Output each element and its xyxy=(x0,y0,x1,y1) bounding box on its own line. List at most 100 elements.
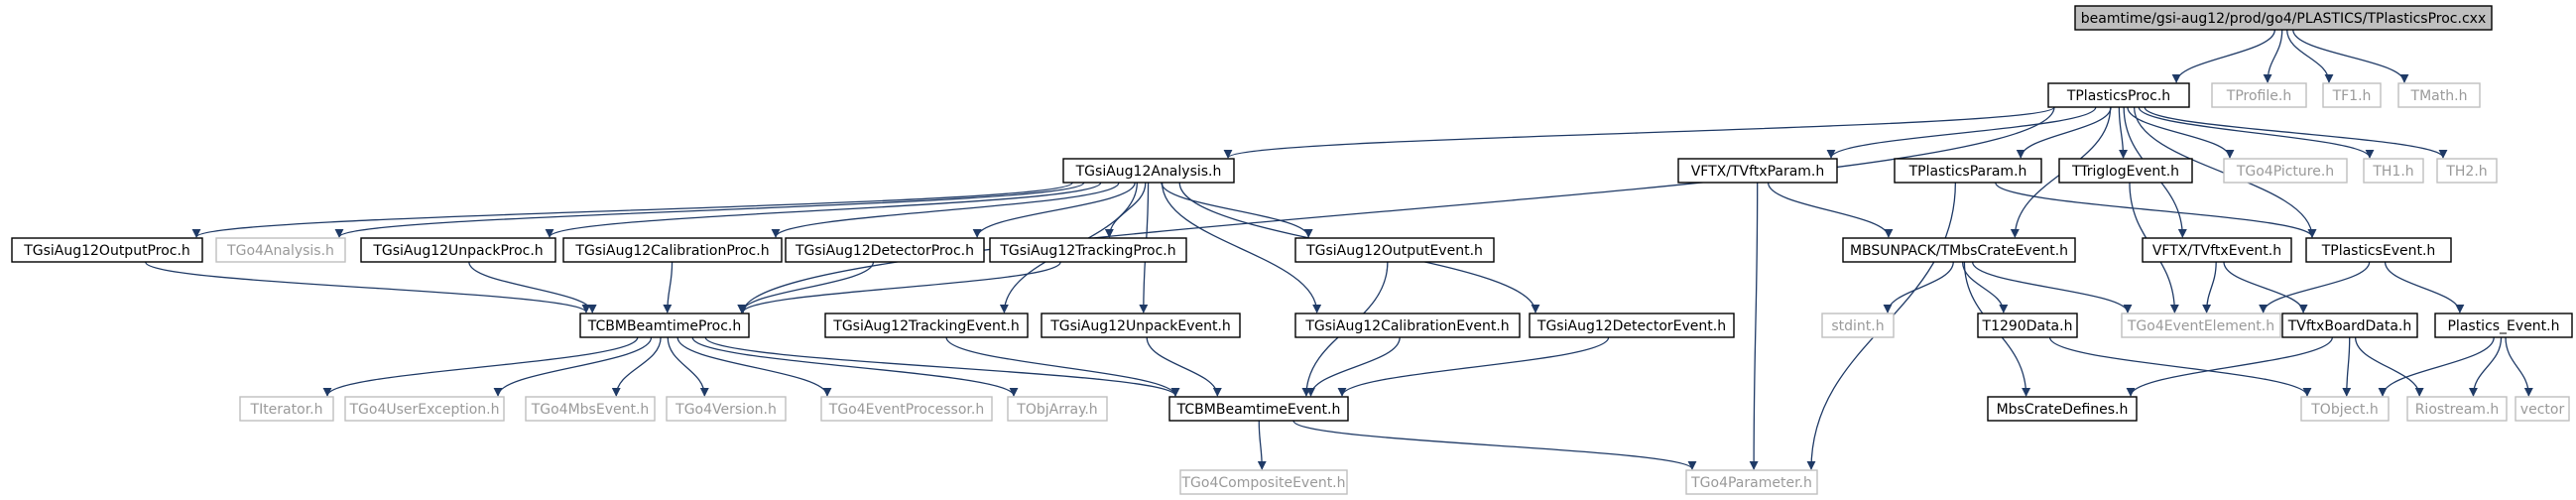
node-tgsiaug12trackingevent-h[interactable]: TGsiAug12TrackingEvent.h xyxy=(824,312,1029,338)
edge-tgsiaug12analysis-h-to-tgsiaug12calibrationevent-h xyxy=(1161,182,1322,313)
node-root[interactable]: beamtime/gsi-aug12/prod/go4/PLASTICS/TPl… xyxy=(2074,5,2493,31)
node-mbsunpack-tmbscrateevent-h[interactable]: MBSUNPACK/TMbsCrateEvent.h xyxy=(1842,237,2076,263)
node-t1290data-h[interactable]: T1290Data.h xyxy=(1977,312,2078,338)
node-tgsiaug12trackingproc-h[interactable]: TGsiAug12TrackingProc.h xyxy=(989,237,1187,263)
node-vftx-tvftxevent-h[interactable]: VFTX/TVftxEvent.h xyxy=(2142,237,2292,263)
node-box xyxy=(2397,82,2481,108)
node-label: TGsiAug12Analysis.h xyxy=(1075,164,1222,180)
node-box xyxy=(1842,237,2076,263)
node-plastics-event-h[interactable]: Plastics_Event.h xyxy=(2434,312,2573,338)
node-box xyxy=(2434,312,2573,338)
node-box xyxy=(2300,396,2390,422)
node-box xyxy=(2305,237,2452,263)
node-label: beamtime/gsi-aug12/prod/go4/PLASTICS/TPl… xyxy=(2081,11,2486,27)
node-box xyxy=(215,237,346,263)
node-label: TPlasticsEvent.h xyxy=(2321,243,2436,259)
node-label: TIterator.h xyxy=(250,402,323,418)
node-tmath-h: TMath.h xyxy=(2397,82,2481,108)
edge-tgsiaug12analysis-h-to-tgsiaug12trackingproc-h xyxy=(1104,182,1147,238)
node-label: Plastics_Event.h xyxy=(2447,318,2559,334)
edge-plastics-event-h-to-tobject-h xyxy=(2378,336,2495,397)
node-label: MbsCrateDefines.h xyxy=(1997,402,2129,418)
node-vector: vector xyxy=(2515,396,2570,422)
node-box xyxy=(2515,396,2570,422)
node-box xyxy=(239,396,334,422)
node-label: TPlasticsProc.h xyxy=(2066,88,2170,104)
node-box xyxy=(1007,396,1108,422)
edge-tgsiaug12calibrationevent-h-to-tcbmbeamtimeevent-h xyxy=(1306,336,1401,397)
edge-vftx-tvftxparam-h-to-tgo4parameter-h xyxy=(1749,182,1759,470)
node-label: TTriglogEvent.h xyxy=(2071,164,2179,180)
node-box xyxy=(1977,312,2078,338)
edge-tcbmbeamtimeproc-h-to-tgo4version-h xyxy=(667,336,709,397)
edge-tgsiaug12analysis-h-to-tgsiaug12detectorproc-h xyxy=(972,182,1136,238)
node-tgo4parameter-h: TGo4Parameter.h xyxy=(1685,469,1818,495)
node-label: VFTX/TVftxParam.h xyxy=(1691,164,1825,180)
node-label: MBSUNPACK/TMbsCrateEvent.h xyxy=(1850,243,2068,259)
node-tgo4userexception-h: TGo4UserException.h xyxy=(344,396,505,422)
node-tvftxboarddata-h[interactable]: TVftxBoardData.h xyxy=(2281,312,2418,338)
node-box xyxy=(1168,396,1349,422)
node-box xyxy=(2281,312,2418,338)
node-box xyxy=(2047,82,2190,108)
node-box xyxy=(562,237,783,263)
node-box xyxy=(2363,158,2424,184)
node-label: TGsiAug12CalibrationProc.h xyxy=(574,243,769,259)
node-tgsiaug12analysis-h[interactable]: TGsiAug12Analysis.h xyxy=(1062,158,1235,184)
node-ttriglogevent-h[interactable]: TTriglogEvent.h xyxy=(2058,158,2193,184)
edge-tplasticsproc-h-to-th1-h xyxy=(2138,106,2375,159)
node-tgo4picture-h: TGo4Picture.h xyxy=(2223,158,2348,184)
node-label: TGo4UserException.h xyxy=(348,402,499,418)
edge-tgsiaug12calibrationproc-h-to-tcbmbeamtimeproc-h xyxy=(663,261,674,313)
node-tgo4analysis-h: TGo4Analysis.h xyxy=(215,237,346,263)
node-label: TGsiAug12UnpackEvent.h xyxy=(1049,318,1231,334)
node-tgsiaug12detectorevent-h[interactable]: TGsiAug12DetectorEvent.h xyxy=(1529,312,1735,338)
edge-vftx-tvftxevent-h-to-tgo4eventelement-h xyxy=(2202,261,2217,313)
node-tplasticsproc-h[interactable]: TPlasticsProc.h xyxy=(2047,82,2190,108)
edge-t1290data-h-to-tobject-h xyxy=(2048,336,2312,397)
edge-root-to-tf1-h xyxy=(2286,29,2334,83)
node-tplasticsevent-h[interactable]: TPlasticsEvent.h xyxy=(2305,237,2452,263)
node-tcbmbeamtimeevent-h[interactable]: TCBMBeamtimeEvent.h xyxy=(1168,396,1349,422)
node-tgo4version-h: TGo4Version.h xyxy=(666,396,787,422)
node-tcbmbeamtimeproc-h[interactable]: TCBMBeamtimeProc.h xyxy=(579,312,750,338)
node-box xyxy=(2223,158,2348,184)
node-tgsiaug12detectorproc-h[interactable]: TGsiAug12DetectorProc.h xyxy=(785,237,985,263)
node-box xyxy=(2121,312,2281,338)
node-tgsiaug12calibrationevent-h[interactable]: TGsiAug12CalibrationEvent.h xyxy=(1294,312,1521,338)
edge-tgsiaug12analysis-h-to-tgo4analysis-h xyxy=(334,182,1085,238)
node-vftx-tvftxparam-h[interactable]: VFTX/TVftxParam.h xyxy=(1677,158,1838,184)
node-box xyxy=(1179,469,1348,495)
node-tgo4mbsevent-h: TGo4MbsEvent.h xyxy=(525,396,656,422)
node-tgsiaug12calibrationproc-h[interactable]: TGsiAug12CalibrationProc.h xyxy=(562,237,783,263)
node-tgsiaug12unpackproc-h[interactable]: TGsiAug12UnpackProc.h xyxy=(360,237,556,263)
edge-vftx-tvftxparam-h-to-mbsunpack-tmbscrateevent-h xyxy=(1767,182,1894,238)
edge-plastics-event-h-to-riostream-h xyxy=(2468,336,2503,397)
node-mbscratedefines-h[interactable]: MbsCrateDefines.h xyxy=(1987,396,2138,422)
node-tgsiaug12outputevent-h[interactable]: TGsiAug12OutputEvent.h xyxy=(1294,237,1495,263)
node-tobjarray-h: TObjArray.h xyxy=(1007,396,1108,422)
edge-tcbmbeamtimeproc-h-to-tobjarray-h xyxy=(691,336,1019,397)
edge-plastics-event-h-to-vector xyxy=(2505,336,2533,397)
node-label: TF1.h xyxy=(2332,88,2372,104)
edge-vftx-tvftxevent-h-to-tvftxboarddata-h xyxy=(2223,261,2308,313)
node-label: TGsiAug12OutputProc.h xyxy=(23,243,190,259)
node-label: TObjArray.h xyxy=(1016,402,1097,418)
node-box xyxy=(2211,82,2307,108)
node-box xyxy=(824,312,1029,338)
edge-tcbmbeamtimeproc-h-to-tgo4eventprocessor-h xyxy=(676,336,832,397)
node-tplasticsparam-h[interactable]: TPlasticsParam.h xyxy=(1894,158,2042,184)
node-box xyxy=(2406,396,2508,422)
node-th1-h: TH1.h xyxy=(2363,158,2424,184)
node-box xyxy=(1062,158,1235,184)
edge-tplasticsevent-h-to-tgo4eventelement-h xyxy=(2259,261,2371,313)
node-box xyxy=(2436,158,2498,184)
node-tgsiaug12outputproc-h[interactable]: TGsiAug12OutputProc.h xyxy=(11,237,203,263)
node-label: TGsiAug12OutputEvent.h xyxy=(1305,243,1483,259)
node-label: TMath.h xyxy=(2410,88,2468,104)
node-label: VFTX/TVftxEvent.h xyxy=(2152,243,2281,259)
edge-tgsiaug12unpackevent-h-to-tcbmbeamtimeevent-h xyxy=(1146,336,1222,397)
node-tgo4compositeevent-h: TGo4CompositeEvent.h xyxy=(1179,469,1348,495)
node-box xyxy=(344,396,505,422)
node-tgsiaug12unpackevent-h[interactable]: TGsiAug12UnpackEvent.h xyxy=(1041,312,1241,338)
